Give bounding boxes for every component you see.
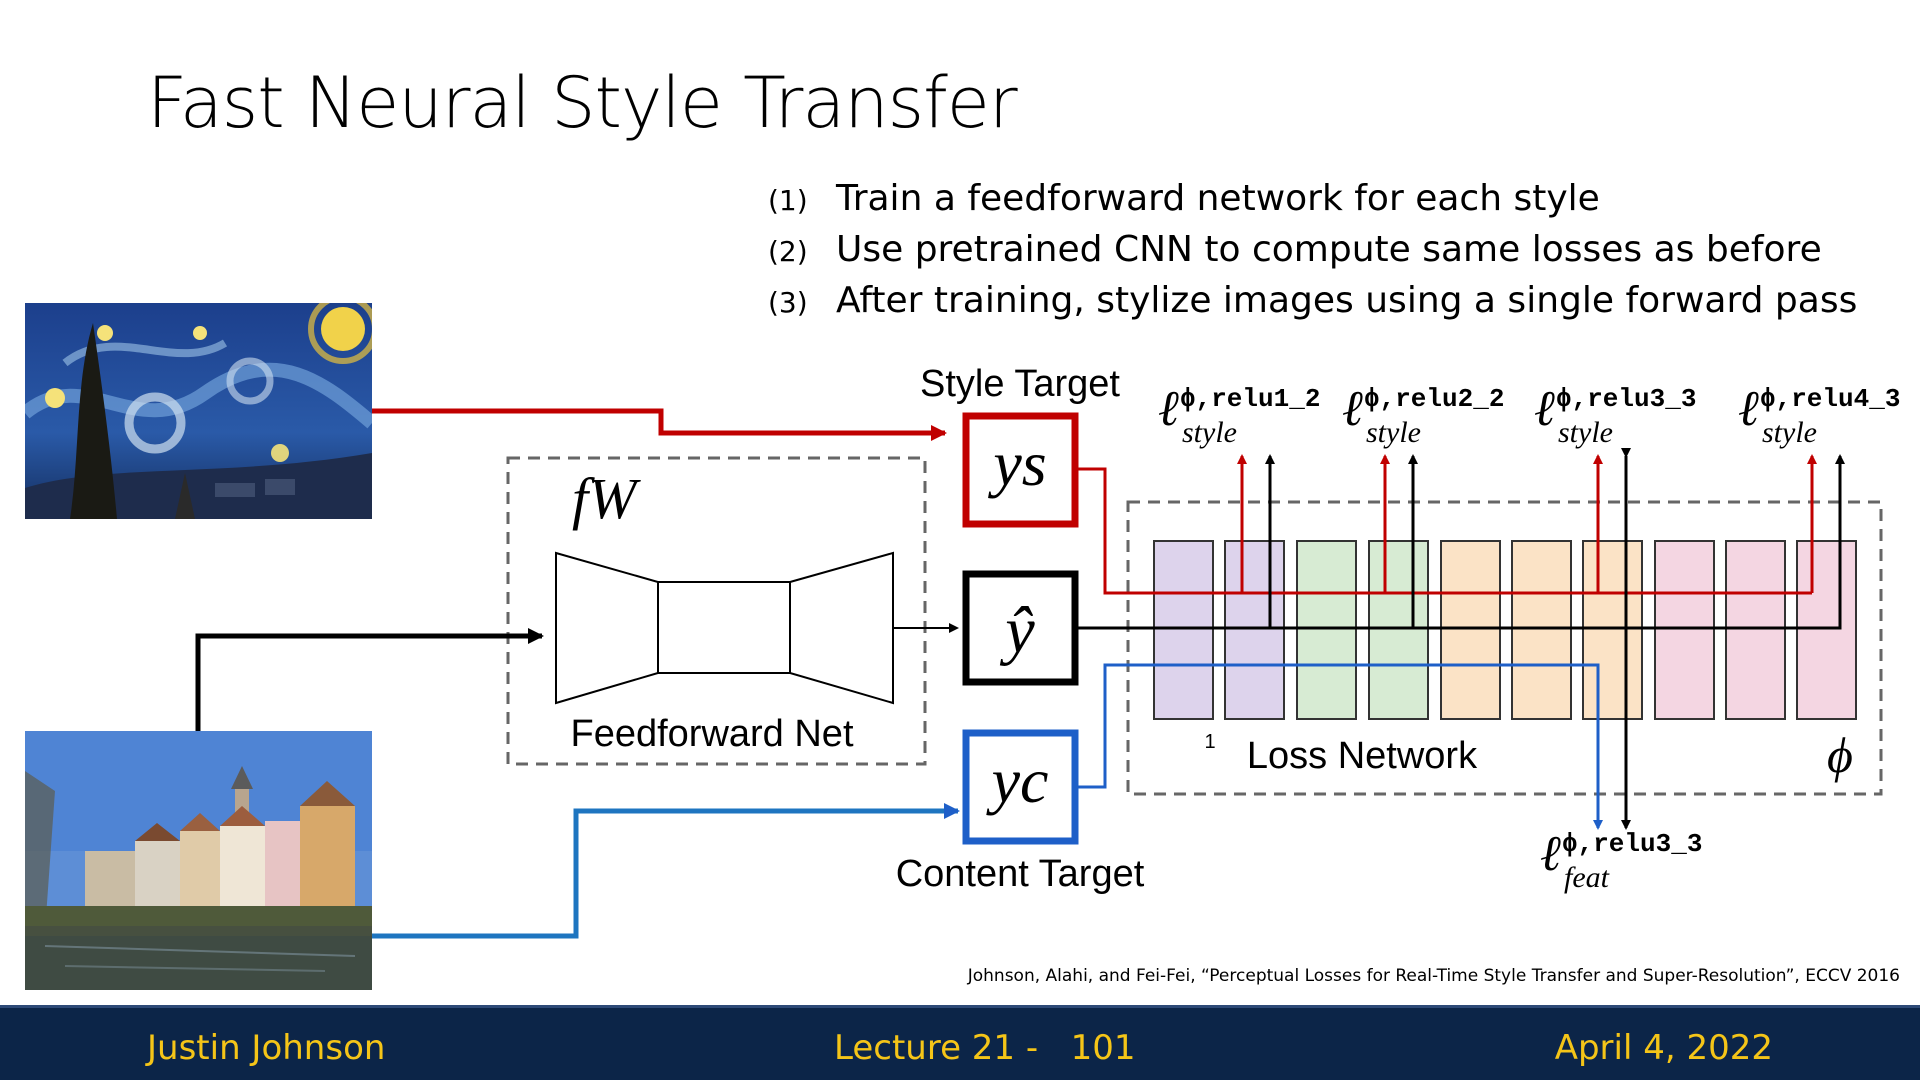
loss-superscript: ϕ,relu3_3 <box>1556 384 1696 414</box>
content-target-label: Content Target <box>896 853 1145 895</box>
bullet-number: (3) <box>768 286 808 319</box>
style-loss-label: ℓ ϕ,relu2_2 style <box>1342 380 1504 449</box>
content-image-arrow <box>372 803 960 939</box>
ell-symbol: ℓ <box>1342 380 1363 436</box>
loss-subscript: style <box>1558 416 1613 449</box>
loss-network-label: Loss Network <box>1247 735 1478 777</box>
style-target-label: Style Target <box>920 363 1120 405</box>
bullet-list: (1) Train a feedforward network for each… <box>768 178 1857 331</box>
footer-lecture-label: Lecture 21 - <box>834 1028 1039 1068</box>
feedforward-net-label: Feedforward Net <box>570 713 853 755</box>
ell-symbol: ℓ <box>1540 825 1561 881</box>
footer-page-number: 101 <box>1070 1028 1136 1068</box>
style-loss-label: ℓ ϕ,relu4_3 style <box>1738 380 1900 449</box>
style-feature-line <box>1075 467 1812 595</box>
loss-subscript: feat <box>1564 861 1610 894</box>
bullet-number: (1) <box>768 184 808 217</box>
slide-title: Fast Neural Style Transfer <box>147 62 1018 144</box>
ys-symbol: ys <box>987 428 1046 499</box>
fw-symbol: fW <box>572 466 641 531</box>
footer-date: April 4, 2022 <box>1554 1028 1773 1068</box>
loss-network-box <box>1126 500 1883 796</box>
conv-block <box>1725 540 1786 720</box>
yhat-symbol: ŷ <box>999 594 1035 667</box>
bottleneck-shape <box>657 581 791 674</box>
feedforward-net-box <box>506 456 927 766</box>
loss-network-index: 1 <box>1204 731 1215 753</box>
style-image <box>25 303 372 519</box>
encoder-shape <box>555 551 659 705</box>
style-image-arrow <box>372 408 947 441</box>
style-loss-label: ℓ ϕ,relu1_2 style <box>1158 380 1320 449</box>
loss-superscript: ϕ,relu2_2 <box>1364 384 1504 414</box>
output-feature-line <box>1075 454 1845 630</box>
bullet-text: Train a feedforward network for each sty… <box>836 178 1600 219</box>
phi-symbol: ϕ <box>1827 727 1853 783</box>
bullet-item: (3) After training, stylize images using… <box>768 280 1857 331</box>
loss-superscript: ϕ,relu1_2 <box>1180 384 1320 414</box>
ell-symbol: ℓ <box>1158 380 1179 436</box>
loss-subscript: style <box>1182 416 1237 449</box>
ell-symbol: ℓ <box>1738 380 1759 436</box>
footer-bar: Justin Johnson Lecture 21 - 101 April 4,… <box>0 1005 1920 1080</box>
ell-symbol: ℓ <box>1534 380 1555 436</box>
loss-superscript: ϕ,relu4_3 <box>1760 384 1900 414</box>
bullet-number: (2) <box>768 235 808 268</box>
conv-block <box>1153 540 1214 720</box>
conv-block <box>1224 540 1285 720</box>
content-feature-line <box>1075 663 1603 830</box>
conv-block <box>1796 540 1857 720</box>
loss-subscript: style <box>1762 416 1817 449</box>
conv-block <box>1654 540 1715 720</box>
conv-block <box>1582 540 1643 720</box>
bullet-text: Use pretrained CNN to compute same losse… <box>836 229 1822 270</box>
bullet-item: (2) Use pretrained CNN to compute same l… <box>768 229 1857 280</box>
content-to-net-arrow <box>195 628 544 731</box>
architecture-diagram: Style Target Content Target Feedforward … <box>195 363 1900 939</box>
bullet-text: After training, stylize images using a s… <box>836 280 1858 321</box>
footer-lecture: Lecture 21 - 101 <box>834 1028 1135 1068</box>
content-target-box <box>962 729 1079 845</box>
style-target-box <box>962 412 1079 528</box>
feat-loss-label: ℓ ϕ,relu3_3 feat <box>1540 825 1702 894</box>
loss-subscript: style <box>1366 416 1421 449</box>
bullet-item: (1) Train a feedforward network for each… <box>768 178 1857 229</box>
citation: Johnson, Alahi, and Fei-Fei, “Perceptual… <box>967 966 1900 986</box>
loss-superscript: ϕ,relu3_3 <box>1562 829 1702 859</box>
conv-block <box>1440 540 1501 720</box>
conv-block <box>1511 540 1572 720</box>
decoder-shape <box>789 551 894 705</box>
yc-symbol: yc <box>986 745 1049 816</box>
loss-network-layers <box>1153 540 1857 720</box>
style-loss-label: ℓ ϕ,relu3_3 style <box>1534 380 1696 449</box>
footer-author: Justin Johnson <box>147 1028 386 1068</box>
conv-block <box>1368 540 1429 720</box>
conv-block <box>1296 540 1357 720</box>
content-image <box>25 731 372 990</box>
